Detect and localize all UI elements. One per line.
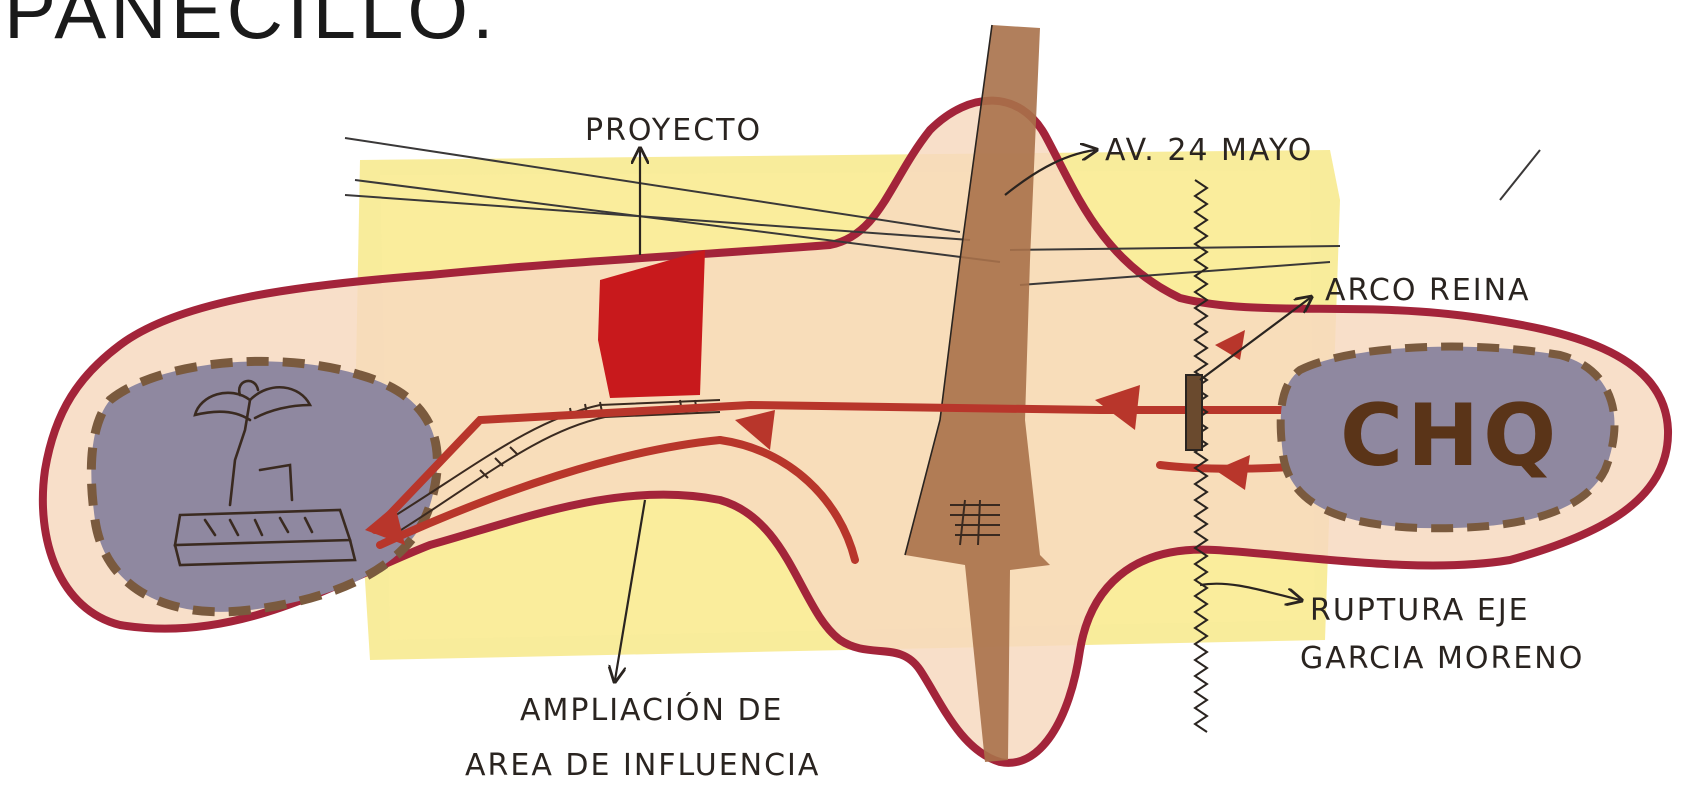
ruptura-label-line1: RUPTURA EJE (1310, 593, 1530, 628)
proyecto-label: PROYECTO (585, 113, 762, 148)
arco-reina-gate (1186, 375, 1202, 450)
av-24-mayo-label: AV. 24 MAYO (1105, 133, 1313, 168)
ampliacion-label-line1: AMPLIACIÓN DE (520, 691, 784, 728)
ampliacion-label-line2: AREA DE INFLUENCIA (465, 748, 820, 783)
arco-reina-label: ARCO REINA (1325, 273, 1531, 308)
chq-label: CHQ (1340, 386, 1560, 486)
ruptura-label-line2: GARCIA MORENO (1300, 641, 1584, 676)
